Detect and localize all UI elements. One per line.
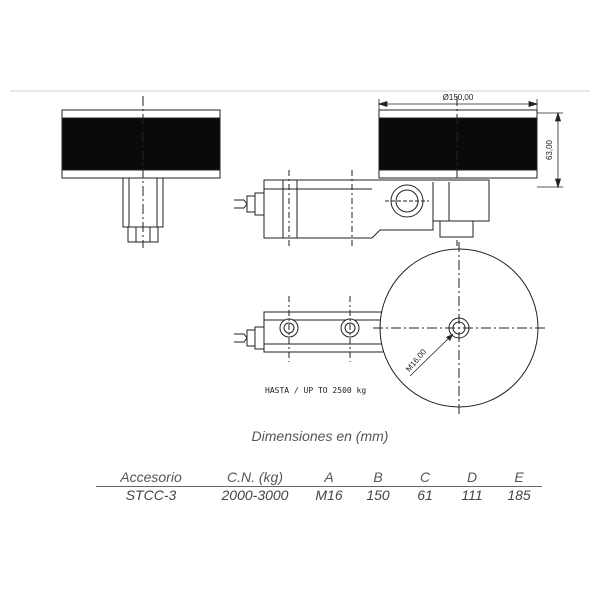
header-cell: D xyxy=(466,469,478,485)
table-cell: 150 xyxy=(354,486,402,504)
header-cell: B xyxy=(373,469,383,485)
header-cell: E xyxy=(514,469,524,485)
foot-pad-top-view xyxy=(373,242,545,414)
side-view-foot xyxy=(61,96,221,248)
table-cell: 185 xyxy=(496,486,542,504)
header-cell: Accesorio xyxy=(120,469,182,485)
specs-table: Accesorio C.N. (kg) A B C D E STCC-3 200… xyxy=(96,469,542,504)
table-header-row: Accesorio C.N. (kg) A B C D E xyxy=(96,469,542,487)
table-cell: STCC-3 xyxy=(96,486,206,504)
cable xyxy=(234,199,248,209)
load-cell-side xyxy=(234,170,490,246)
foot-pad-top-plate xyxy=(61,109,221,119)
capacity-note: HASTA / UP TO 2500 kg xyxy=(265,386,366,395)
table-cell: 61 xyxy=(402,486,448,504)
diameter-label: Ø150,00 xyxy=(443,93,474,102)
table-row: STCC-3 2000-3000 M16 150 61 111 185 xyxy=(96,486,542,504)
height-dimension xyxy=(537,111,563,189)
foot-pad-rubber xyxy=(61,117,221,171)
front-view-foot xyxy=(378,96,538,246)
cable-top xyxy=(234,333,248,343)
dimensions-caption: Dimensiones en (mm) xyxy=(251,428,389,444)
gland-nut xyxy=(254,192,265,216)
diameter-dimension xyxy=(377,99,539,110)
height-label: 63,00 xyxy=(545,139,554,160)
cable-gland xyxy=(246,195,256,213)
pad-top-plate xyxy=(378,109,538,119)
pad-rubber xyxy=(378,117,538,171)
cable-gland-top xyxy=(246,329,256,347)
thread-leader xyxy=(409,333,454,377)
header-cell: A xyxy=(324,469,334,485)
gland-nut-top xyxy=(254,326,265,350)
mount-block xyxy=(439,220,474,238)
table-cell: M16 xyxy=(304,486,354,504)
foot-pad-bottom-plate xyxy=(61,169,221,179)
pad-bottom-plate xyxy=(378,169,538,179)
table-cell: 111 xyxy=(448,486,496,504)
header-cell: C.N. (kg) xyxy=(227,469,283,485)
table-cell: 2000-3000 xyxy=(206,486,304,504)
header-cell: C xyxy=(419,469,431,485)
